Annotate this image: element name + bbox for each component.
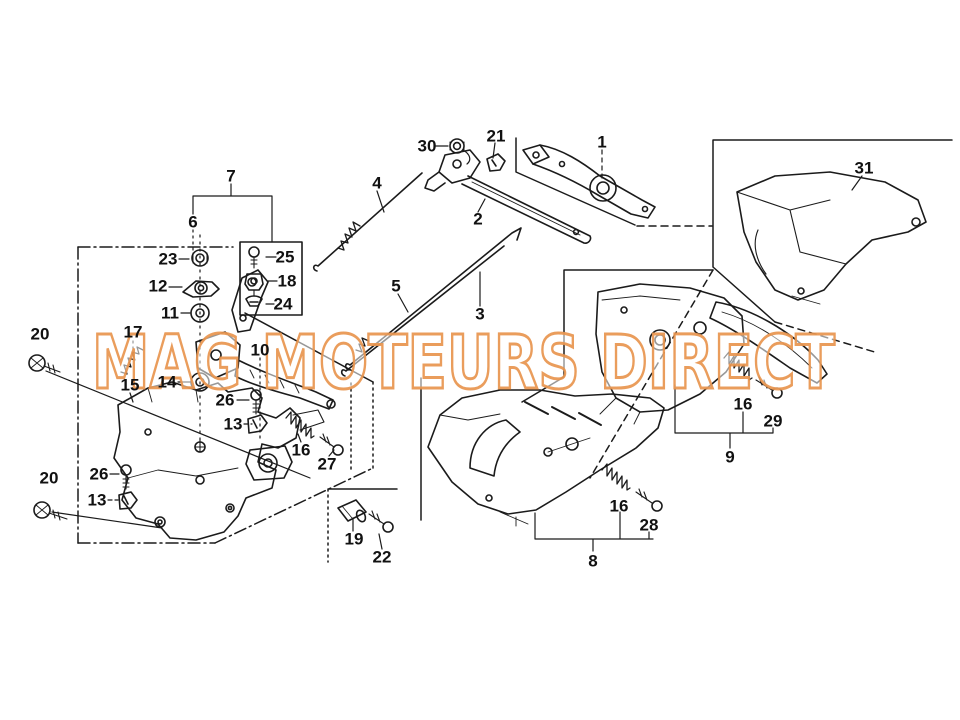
callout-8: 8 [588, 551, 598, 571]
callout-16: 16 [291, 440, 311, 460]
callout-5: 5 [391, 276, 401, 296]
callout-15: 15 [120, 375, 140, 395]
callout-13: 13 [87, 490, 107, 510]
callout-20: 20 [39, 468, 59, 488]
callout-28: 28 [639, 515, 659, 535]
part-15-base-plate [113, 381, 325, 541]
callout-1: 1 [597, 132, 607, 152]
part-31-cover [736, 171, 927, 305]
callout-24: 24 [273, 294, 293, 314]
part-17-spring [120, 346, 144, 375]
callout-18: 18 [277, 271, 297, 291]
callout-7: 7 [226, 166, 236, 186]
callout-3: 3 [475, 304, 485, 324]
callout-16: 16 [733, 394, 753, 414]
part-3-rod [344, 227, 522, 371]
callout-19: 19 [344, 529, 364, 549]
part-16-spring-upper [285, 411, 315, 439]
callout-29: 29 [763, 411, 783, 431]
callout-22: 22 [372, 547, 392, 567]
part-13-clip-upper [247, 414, 268, 434]
part-1-control-bracket [522, 144, 656, 219]
part-8-cover [427, 389, 665, 527]
hardware-box-25-18-24 [239, 241, 303, 316]
callout-21: 21 [486, 126, 506, 146]
callout-14: 14 [157, 372, 177, 392]
part-5-rod-spring [340, 245, 505, 377]
callout-12: 12 [148, 276, 168, 296]
part-10-control-arm [195, 269, 336, 410]
part-26-bolt-upper [250, 389, 262, 415]
callout-11: 11 [161, 303, 179, 323]
callout-26: 26 [89, 464, 109, 484]
part-4-rod-spring [312, 172, 423, 272]
part-22-bolt [368, 510, 394, 533]
callout-26: 26 [215, 390, 235, 410]
part-27-bolt [319, 433, 344, 456]
callout-23: 23 [158, 249, 178, 269]
part-28-bolt [635, 488, 663, 512]
part-11-washer [190, 303, 210, 323]
callout-6: 6 [188, 212, 198, 232]
callout-20: 20 [30, 324, 50, 344]
part-16-spring-right [723, 351, 753, 381]
callout-27: 27 [317, 454, 337, 474]
callout-10: 10 [250, 340, 270, 360]
callout-2: 2 [473, 209, 483, 229]
callout-17: 17 [123, 322, 143, 342]
callout-25: 25 [275, 247, 295, 267]
part-13-clip-lower [118, 491, 138, 510]
part-23-nut [191, 249, 209, 267]
callout-31: 31 [854, 158, 874, 178]
callout-4: 4 [372, 173, 382, 193]
part-29-bolt [755, 376, 783, 399]
part-20-bolt-lower [33, 501, 68, 521]
part-16-spring-lower [601, 463, 631, 491]
part-20-bolt-upper [28, 354, 61, 374]
part-21-clip [486, 153, 506, 172]
zone-boundary-lines [77, 137, 953, 563]
part-14-washer [190, 372, 210, 392]
part-2-lever-shaft [424, 149, 592, 244]
callout-9: 9 [725, 447, 735, 467]
callout-13: 13 [223, 414, 243, 434]
part-30-nut [449, 138, 465, 154]
callout-30: 30 [417, 136, 437, 156]
part-19-cylinder [337, 499, 367, 523]
callout-16: 16 [609, 496, 629, 516]
part-12-lever-washer [182, 280, 220, 298]
part-9-bracket [595, 283, 828, 425]
